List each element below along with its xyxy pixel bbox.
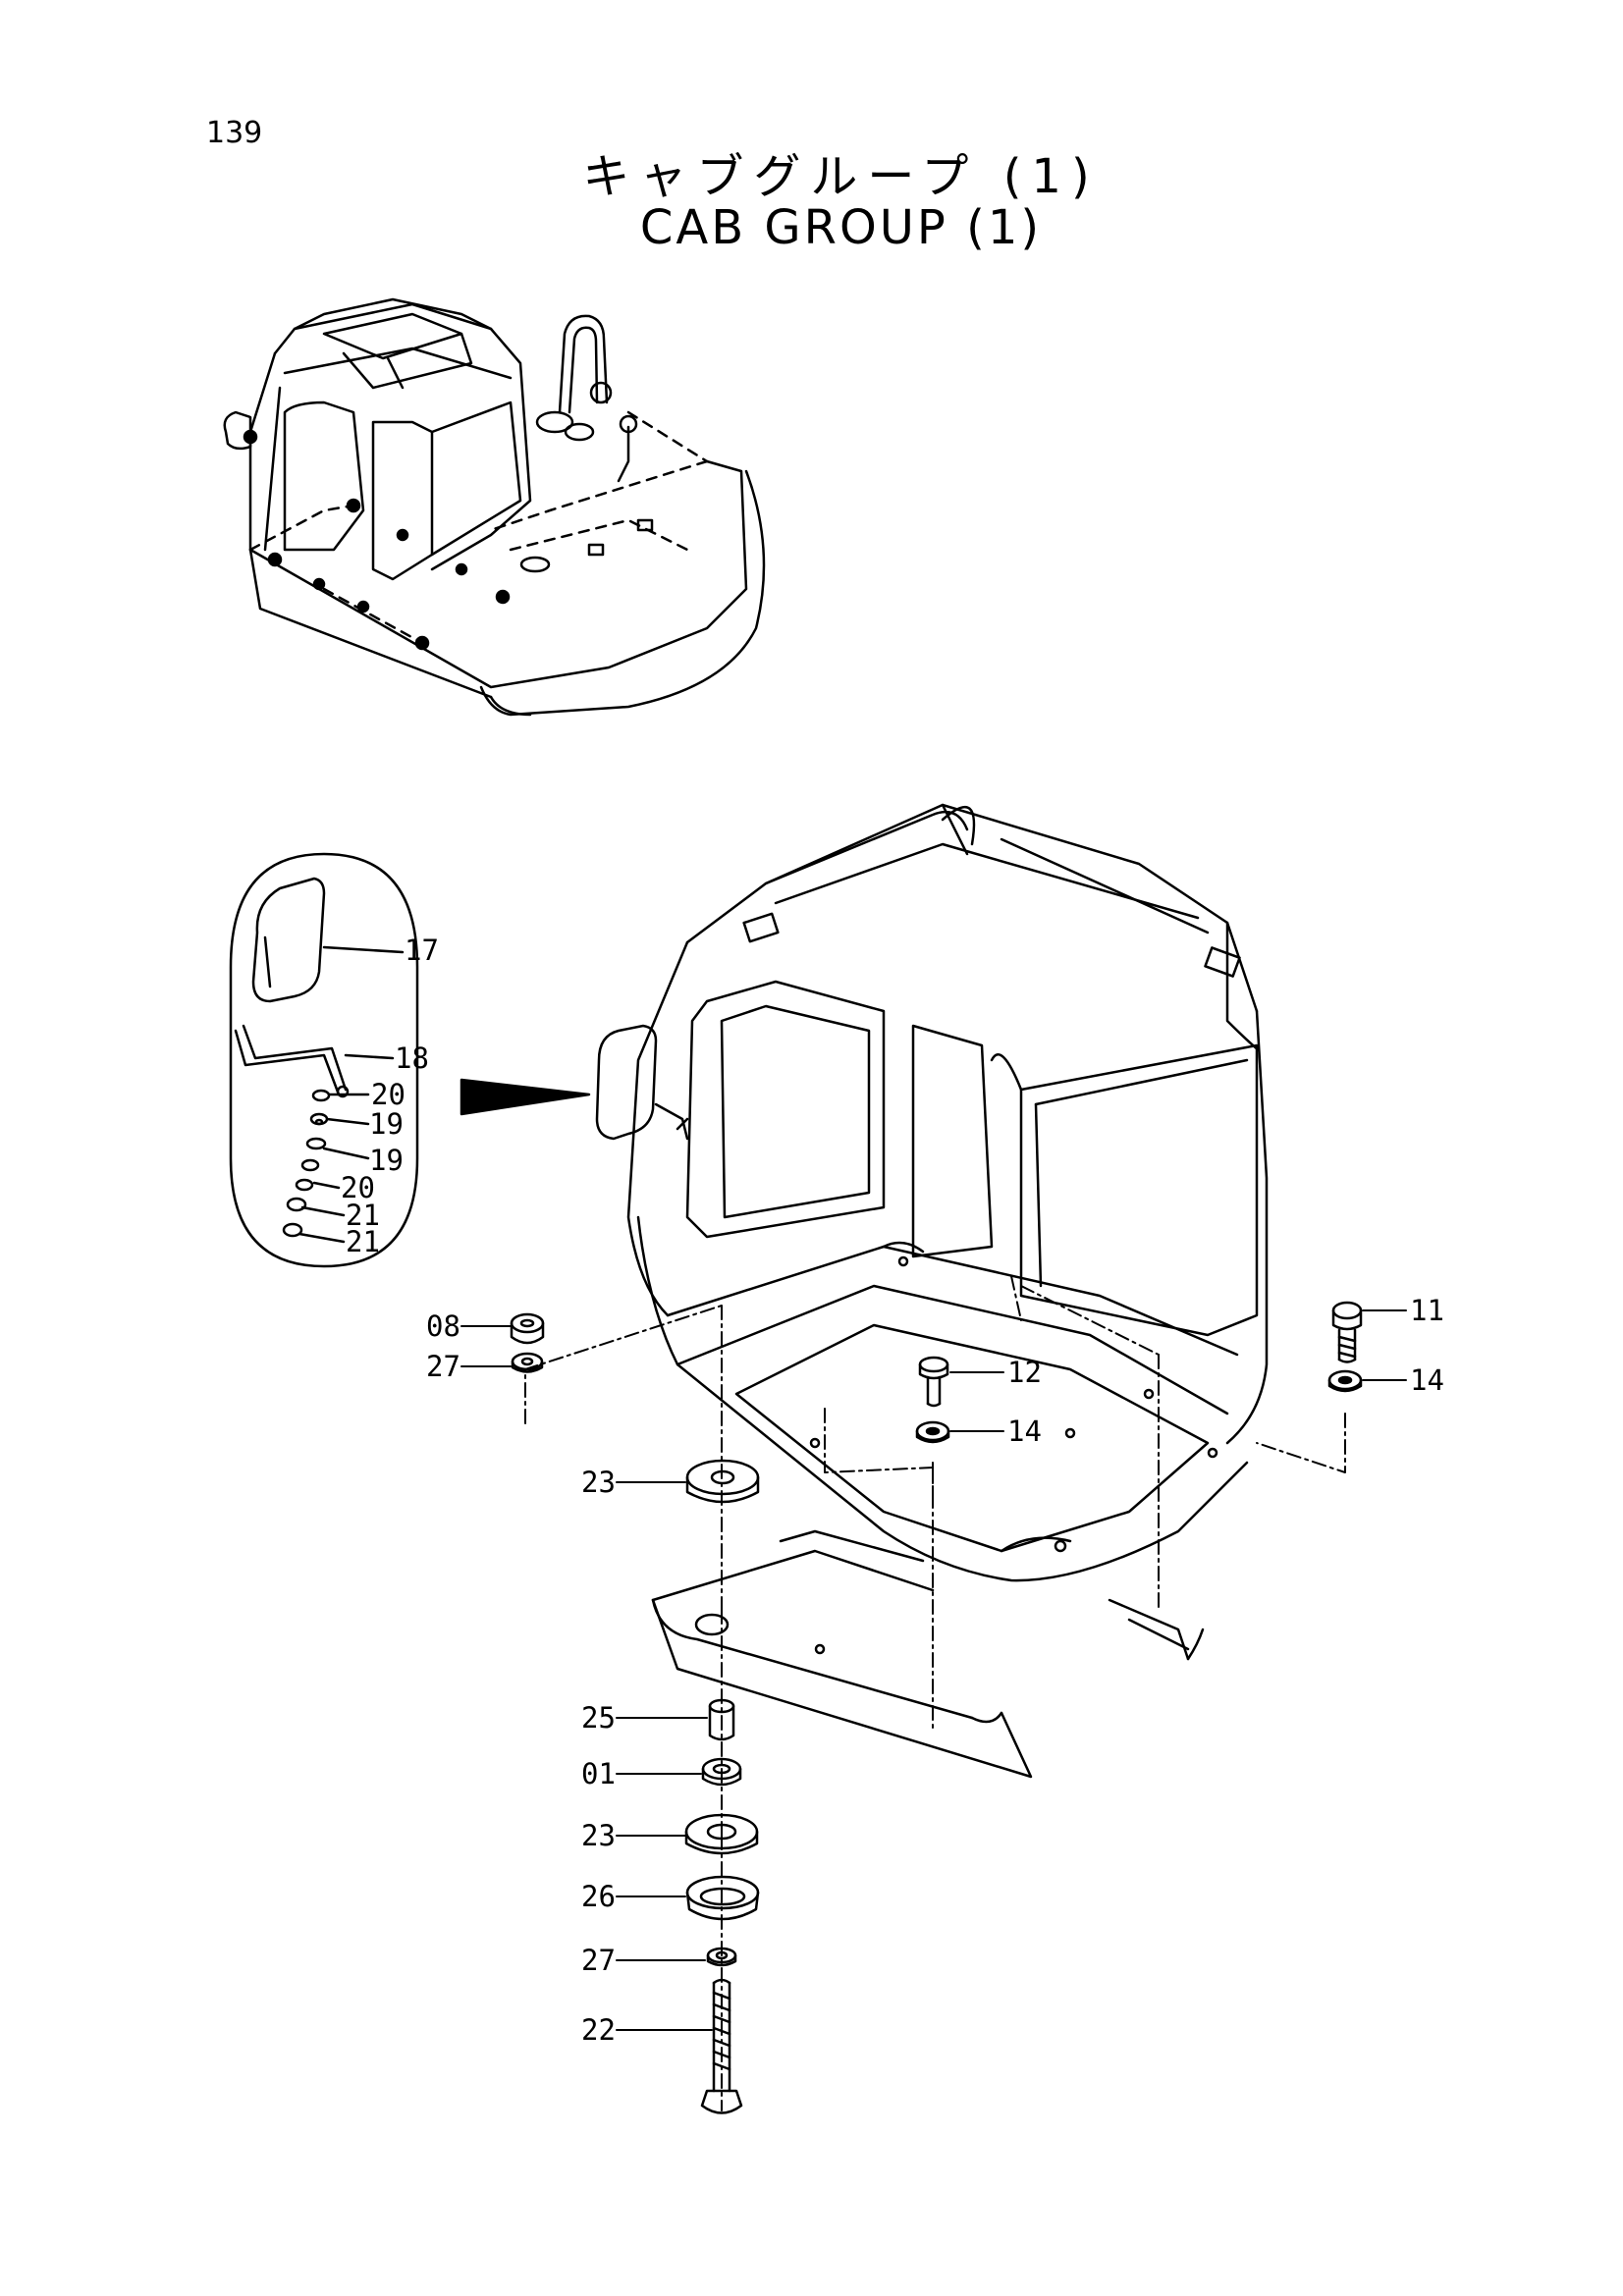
callout-25: 25: [581, 1701, 616, 1735]
callout-21b: 21: [346, 1225, 380, 1258]
page-title-english: CAB GROUP (1): [639, 200, 1043, 255]
callout-19b: 19: [369, 1144, 404, 1177]
page-number: 139: [206, 116, 263, 150]
page-title-japanese: キャブグループ (1): [582, 149, 1100, 204]
callout-18: 18: [395, 1041, 429, 1075]
callout-01: 01: [581, 1757, 616, 1790]
mirror-detail-inset: [229, 852, 419, 1268]
callout-21a: 21: [346, 1199, 380, 1232]
callout-08: 08: [426, 1309, 460, 1343]
floor-frame-rail: [651, 1529, 1205, 1779]
callout-17: 17: [405, 934, 439, 967]
hardware-parts: [510, 1301, 1363, 2114]
callout-23b: 23: [581, 1819, 616, 1852]
detail-pointer-arrow: [460, 1078, 591, 1116]
callout-20a: 20: [371, 1078, 406, 1111]
callout-27b: 27: [581, 1944, 616, 1977]
machine-overview-illustration: [223, 297, 766, 717]
callout-leaders: [460, 1309, 1407, 2031]
callout-22: 22: [581, 2013, 616, 2047]
callout-23a: 23: [581, 1466, 616, 1499]
callout-27a: 27: [426, 1350, 460, 1383]
callout-14b: 14: [1007, 1415, 1042, 1448]
callout-19a: 19: [369, 1107, 404, 1141]
callout-labels: 17 18 20 19 19 20 21 21 08 27 11 14 12 1…: [341, 934, 1444, 2047]
callout-20b: 20: [341, 1171, 375, 1204]
callout-26: 26: [581, 1880, 616, 1913]
callout-12: 12: [1007, 1356, 1042, 1389]
assembly-centerlines: [524, 1275, 1346, 2111]
callout-14a: 14: [1410, 1363, 1444, 1397]
callout-11: 11: [1410, 1294, 1444, 1327]
cab-body-illustration: [595, 803, 1269, 1582]
